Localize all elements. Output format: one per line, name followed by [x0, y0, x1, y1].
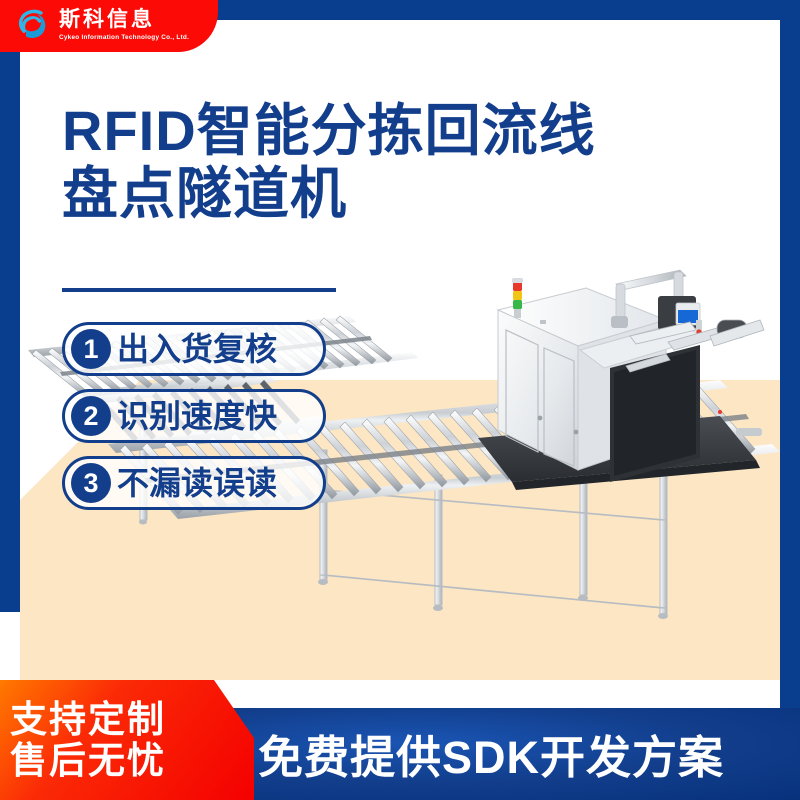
support-badge-line-2: 售后无忧	[10, 740, 166, 781]
brand-name-en: Cykeo Information Technology Co., Ltd.	[59, 33, 190, 41]
feature-list: 1 出入货复核 2 识别速度快 3 不漏读误读	[62, 322, 326, 523]
title-divider	[62, 288, 336, 292]
bottom-slogan: 免费提供SDK开发方案	[258, 732, 725, 783]
conveyor-end-details	[718, 410, 762, 436]
page-title: RFID智能分拣回流线 盘点隧道机	[62, 99, 596, 225]
brand-header: 斯科信息 Cykeo Information Technology Co., L…	[0, 0, 218, 52]
leveling-feet	[139, 519, 668, 619]
swirl-s-logo-icon	[14, 6, 52, 44]
support-badge-line-1: 支持定制	[10, 698, 166, 740]
signal-tower-light	[512, 278, 523, 318]
feature-number-1: 1	[71, 329, 111, 369]
machine-illustration	[28, 269, 780, 619]
support-badge: 支持定制 售后无忧	[0, 680, 254, 800]
hmi-panel	[658, 296, 701, 330]
product-photo	[20, 20, 780, 680]
side-arm-assembly	[625, 319, 765, 373]
feature-label-2: 识别速度快	[117, 398, 278, 434]
feature-label-3: 不漏读误读	[117, 465, 278, 501]
frame-right-border	[780, 0, 800, 800]
feature-label-1: 出入货复核	[117, 331, 278, 367]
feature-item-1: 1 出入货复核	[62, 322, 326, 376]
feature-item-3: 3 不漏读误读	[62, 456, 326, 510]
brand-text: 斯科信息 Cykeo Information Technology Co., L…	[59, 8, 190, 41]
title-line-1: RFID智能分拣回流线	[62, 99, 596, 162]
gantry-arm	[611, 269, 702, 342]
feature-number-2: 2	[71, 396, 111, 436]
brand-lockup: 斯科信息 Cykeo Information Technology Co., L…	[14, 6, 189, 44]
title-line-2: 盘点隧道机	[62, 161, 347, 225]
brand-name-cn: 斯科信息	[59, 8, 155, 32]
feature-item-2: 2 识别速度快	[62, 389, 326, 443]
bottom-banner: 免费提供SDK开发方案 支持定制 售后无忧	[0, 680, 800, 800]
frame-left-border	[0, 52, 20, 612]
feature-number-3: 3	[71, 463, 111, 503]
tunnel-machine	[496, 287, 706, 482]
